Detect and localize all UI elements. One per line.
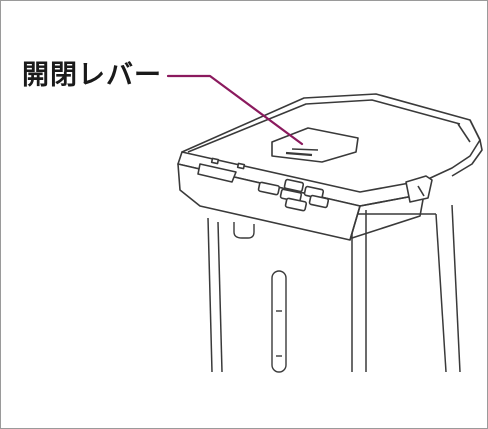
spout-knob (233, 222, 255, 239)
side-handle (405, 175, 433, 203)
pot-body (207, 204, 461, 373)
callout-label-lid-lever: 開閉レバー (22, 60, 162, 91)
water-level-gauge (271, 270, 287, 373)
control-panel (177, 151, 427, 241)
callout-leader-line (166, 74, 304, 146)
